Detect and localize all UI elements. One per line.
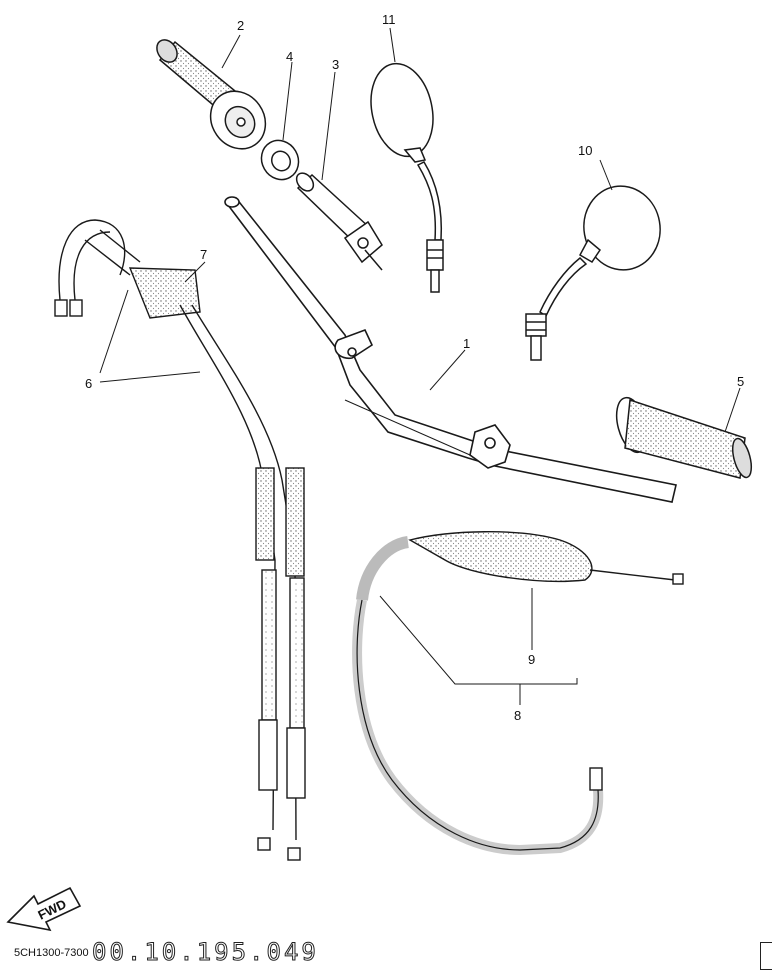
collar-ring	[260, 139, 300, 181]
callout-11: 11	[382, 12, 396, 27]
left-grip	[156, 39, 267, 150]
handlebar	[224, 196, 677, 503]
part-code-small: 5CH1300-7300	[14, 947, 89, 959]
leader-lines	[99, 27, 741, 705]
callout-10: 10	[578, 143, 592, 158]
right-grip	[615, 396, 753, 479]
callout-9: 9	[528, 652, 535, 667]
callout-8: 8	[514, 708, 521, 723]
callout-4: 4	[286, 49, 293, 64]
left-mirror	[370, 62, 444, 293]
callout-3: 3	[332, 57, 339, 72]
callout-1: 1	[463, 336, 470, 351]
corner-bracket	[760, 942, 772, 970]
callout-5: 5	[737, 374, 744, 389]
callout-7: 7	[200, 247, 207, 262]
fwd-arrow-icon: FWD	[6, 886, 82, 932]
part-code-large: 00.10.195.049	[92, 938, 319, 967]
callout-2: 2	[237, 18, 244, 33]
callout-6: 6	[85, 376, 92, 391]
throttle-grip	[295, 172, 383, 271]
right-mirror	[525, 185, 661, 361]
throttle-cables	[54, 219, 306, 861]
clutch-cable	[352, 531, 684, 856]
